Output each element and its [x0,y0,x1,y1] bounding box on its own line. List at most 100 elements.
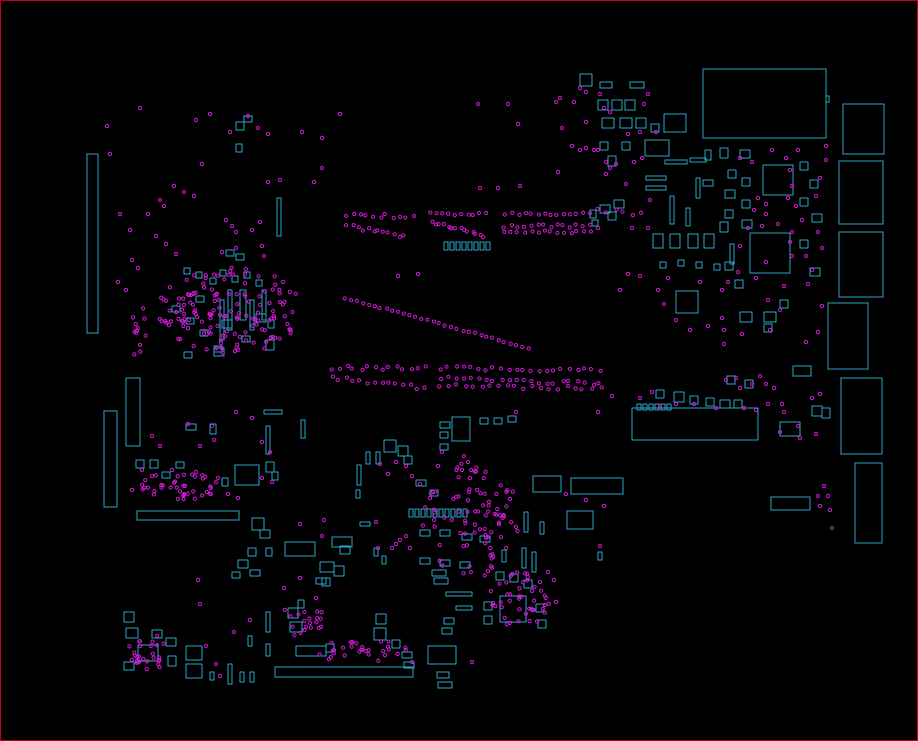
part [644,139,670,157]
smd-part [271,471,279,481]
via [171,183,177,189]
smd-part [724,189,736,199]
part [770,496,811,511]
via [517,594,522,599]
via [573,222,578,227]
via [361,301,366,306]
via [517,183,523,189]
via [469,659,475,665]
via [245,113,251,119]
part [427,645,457,665]
via [459,225,464,230]
via [511,383,516,388]
smd-part [227,663,233,685]
via [149,433,155,439]
via [477,376,482,381]
smd-part [811,213,823,223]
via [763,381,769,387]
smd-part [495,571,505,581]
smd-part [809,267,821,277]
via [645,225,651,231]
via [509,223,515,228]
smd-part [125,627,139,639]
via [502,615,507,620]
via [550,368,556,373]
part [331,536,353,548]
via [498,483,503,488]
via [208,484,213,489]
via [665,275,671,281]
smd-part [601,117,615,129]
smd-part [135,459,145,469]
via [484,210,489,216]
via [393,541,399,547]
via [488,545,493,551]
via [190,472,195,477]
via [298,630,303,636]
via [211,272,217,277]
connector-right-5 [840,377,883,455]
via [601,503,607,509]
via [569,143,575,149]
via [523,211,529,216]
via [476,366,481,372]
via [430,219,435,224]
via [574,228,579,234]
smd-part [265,339,275,351]
part [451,416,471,442]
via [490,600,496,606]
via [216,297,222,302]
via [763,211,769,217]
via [235,342,240,347]
via [250,323,255,328]
via [484,334,489,339]
via [440,211,445,216]
via [192,474,198,479]
smd-part [431,569,447,577]
via [270,287,275,292]
smd-part [171,305,181,313]
via [465,509,470,514]
smd-part [689,395,699,405]
via [167,285,172,290]
smd-part [727,169,737,179]
via [502,229,507,235]
via [151,655,156,660]
via [346,363,351,369]
via [285,321,290,327]
smd-part [365,451,371,465]
via [599,385,604,390]
via [625,271,631,277]
via [583,145,589,151]
via [315,609,320,614]
via [559,125,565,131]
via [199,161,205,167]
via [193,469,199,475]
via [354,298,360,303]
via [302,618,307,623]
via [789,229,795,235]
smd-part [645,175,667,181]
smd-part [763,323,773,333]
via [630,213,636,218]
via [328,655,333,660]
via [385,230,390,235]
smd-part [621,141,631,151]
smd-part [235,121,245,131]
via [184,277,189,283]
via [603,159,609,165]
smd-part [591,219,599,227]
via [557,366,563,372]
via [531,607,536,612]
smd-part [403,661,415,669]
via [507,378,512,383]
via [181,472,187,478]
via [489,556,494,561]
via [261,253,267,259]
via [226,272,232,277]
via [214,345,219,351]
smd-part [589,209,597,219]
via [203,275,208,280]
via [166,323,171,328]
via [563,491,569,497]
